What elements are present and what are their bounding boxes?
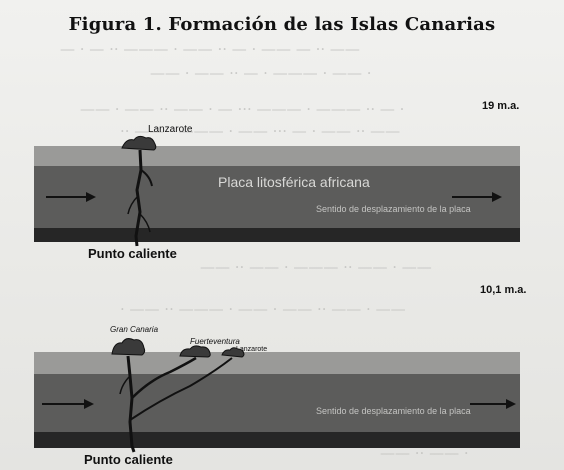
hotspot-label-top: Punto caliente [88,246,177,261]
arrow-right-head [492,192,502,202]
mantle-layer [34,432,520,448]
age-label-bottom: 10,1 m.a. [480,284,527,296]
bleed-through-text: —— · —— ·· — · ——— · —— · [150,64,372,82]
magma-branch [139,213,151,233]
magma-branch [127,195,139,215]
direction-label: Sentido de desplazamiento de la placa [316,406,471,416]
magma-conduit [126,355,136,453]
magma-conduit [134,149,143,247]
magma-branch [140,169,153,187]
bleed-through-text: · —— ·· ——— · —— · —— ·· —— · —— [120,300,406,318]
island-label-lanzarote: Lanzarote [148,124,193,135]
volcano-icon [179,345,211,358]
magma-branch [119,375,131,395]
plate-label: Placa litosférica africana [218,174,370,190]
lithospheric-plate [34,374,520,432]
direction-label: Sentido de desplazamiento de la placa [316,204,471,214]
arrow-left-head [86,192,96,202]
bleed-through-text: — · — ·· ——— · —— ·· — · —— — ·· —— [60,40,360,58]
ocean-layer [34,352,520,374]
arrow-left-head [84,399,94,409]
bottom-panel: Sentido de desplazamiento de la placa [34,352,520,448]
arrow-right-head [506,399,516,409]
island-label-fuerteventura: Fuerteventura [190,337,240,346]
volcano-icon [221,347,245,358]
ocean-layer [34,146,520,166]
top-panel: Placa litosférica africana Sentido de de… [34,146,520,242]
magma-conduit [129,357,233,421]
bleed-through-text: —— ·· —— · ——— ·· —— · —— [200,258,432,276]
island-label-gran-canaria: Gran Canaria [110,325,159,334]
bleed-through-text: —— · —— ·· —— · — ··· ——— · ——— ·· — · [80,100,405,118]
mantle-layer [34,228,520,242]
lithospheric-plate [34,166,520,228]
figure-title: Figura 1. Formación de las Islas Canaria… [68,14,496,35]
volcano-icon [121,135,157,151]
magma-conduit [131,356,197,399]
hotspot-label-bottom: Punto caliente [84,452,173,467]
bleed-through-text: ·· —— · ——— · —— ··· — · —— ·· —— [120,122,401,140]
bleed-through-text: —— ·· —— · [380,444,469,462]
island-label-lanzarote: Lanzarote [236,346,268,353]
volcano-icon [111,338,146,356]
age-label-top: 19 m.a. [482,100,520,112]
